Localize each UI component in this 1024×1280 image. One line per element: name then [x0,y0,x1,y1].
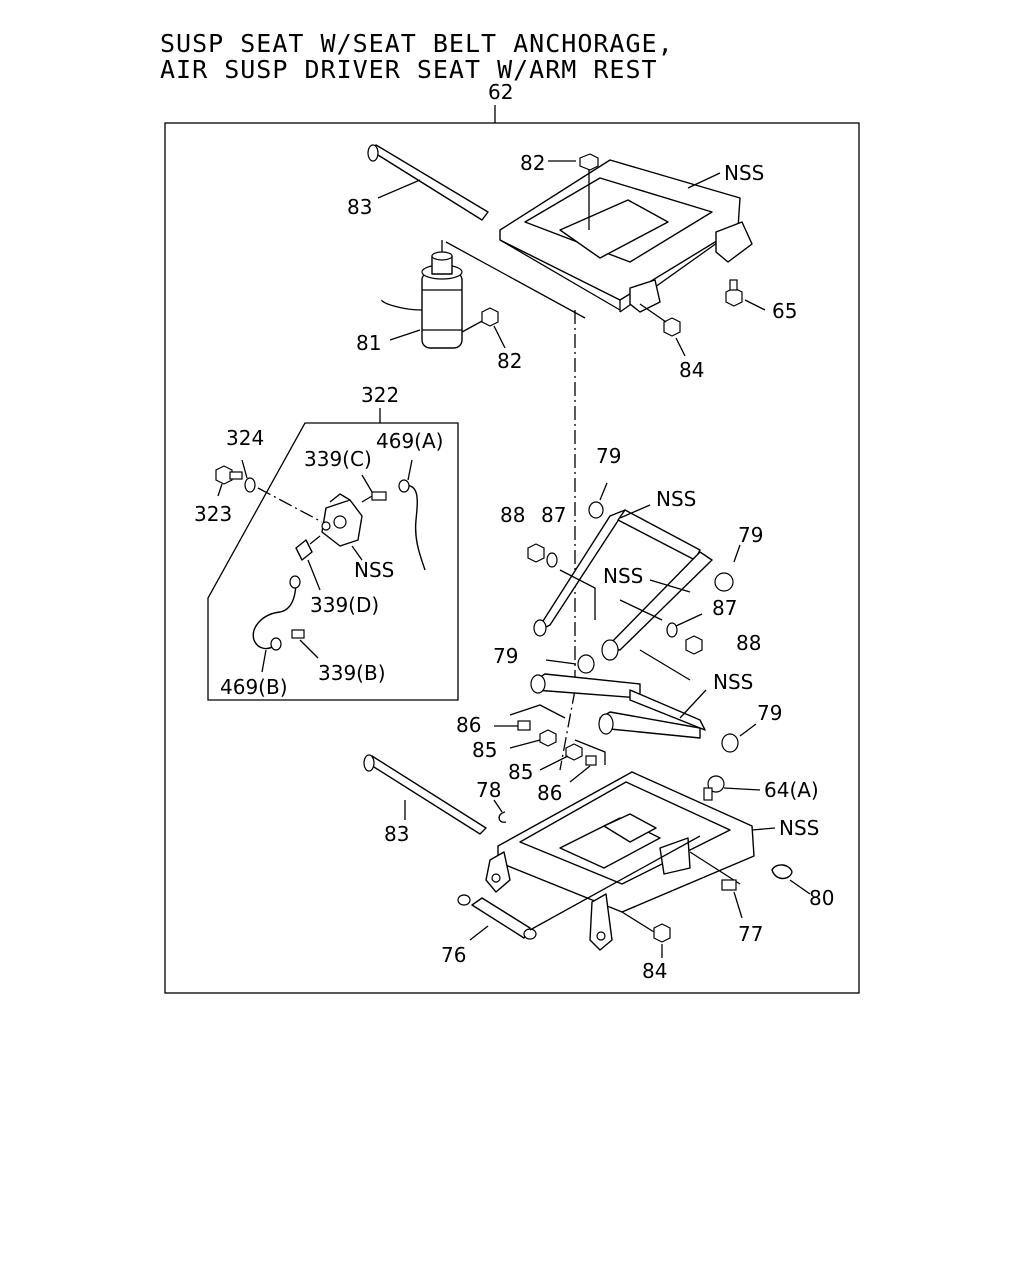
label-339b: 339(B) [318,661,386,685]
bolt-64a [703,775,761,801]
washer-87-right [666,613,703,638]
label-77: 77 [738,922,763,946]
centre-line-lower [559,689,576,771]
bolt-85-a [509,729,557,749]
upper-seat-plate [499,159,753,313]
bushing-79-low [721,723,757,753]
fitting-339c [361,474,387,503]
label-85-b: 85 [508,760,533,784]
bushing-79-left [545,654,595,674]
bolt-323 [215,465,243,497]
label-86-b: 86 [537,781,562,805]
label-nss-top: NSS [724,161,764,185]
label-65: 65 [772,299,797,323]
label-79-low: 79 [757,701,782,725]
damper-76 [457,835,701,941]
hose-469b [252,575,301,673]
nut-84-bottom [621,911,671,958]
label-nss-base: NSS [779,816,819,840]
base-plate [485,771,776,951]
label-86-a: 86 [456,713,481,737]
label-79-left: 79 [493,644,518,668]
assembly-frame [164,122,860,994]
label-nss-valve: NSS [354,558,394,582]
label-87-right: 87 [712,596,737,620]
nut-88-right [685,635,703,655]
label-324: 324 [226,426,264,450]
washer-87-left [546,552,558,568]
leader-nss-link-mid [649,579,691,593]
diagram-title-line-2: AIR SUSP DRIVER SEAT W/ARM REST [160,55,658,84]
link-hint-d [509,704,566,719]
rod-83-bottom [363,754,487,835]
link-hint-e [574,739,606,765]
label-88-left: 88 [500,503,525,527]
bushing-79-right [714,544,741,592]
label-83-top: 83 [347,195,372,219]
nut-82-top [548,153,599,230]
bolt-65 [725,279,766,311]
clip-78 [493,799,507,823]
link-hint-a [559,569,596,620]
bushing-79-top [588,482,608,519]
scissor-arm-upper [533,509,713,661]
label-82-top: 82 [520,151,545,175]
nut-84-top [639,303,686,357]
washer-324 [241,459,256,493]
label-469a: 469(A) [376,429,443,453]
link-hint-c [639,649,691,681]
label-79-right: 79 [738,523,763,547]
label-85-a: 85 [472,738,497,762]
label-339d: 339(D) [310,593,379,617]
label-76: 76 [441,943,466,967]
label-84-top: 84 [679,358,704,382]
bolt-85-b [539,743,583,771]
valve-axis-line [257,487,323,523]
label-87-left: 87 [541,503,566,527]
scissor-arm-lower [530,673,707,739]
label-322: 322 [361,383,399,407]
label-88-right: 88 [736,631,761,655]
label-nss-link-low: NSS [713,670,753,694]
label-78: 78 [476,778,501,802]
nut-82-lower [481,307,506,349]
collar-86-a [494,720,531,731]
label-84-bottom: 84 [642,959,667,983]
label-64a: 64(A) [764,778,819,802]
label-62: 62 [488,80,513,104]
label-83-bottom: 83 [384,822,409,846]
label-nss-link-mid: NSS [603,564,643,588]
rod-83-top [367,144,489,221]
label-80: 80 [809,886,834,910]
label-469b: 469(B) [220,675,288,699]
link-hint-b [619,599,663,621]
leader-nss-top [687,172,721,189]
fitting-339d [295,535,321,591]
label-81: 81 [356,331,381,355]
fitting-339b [291,629,319,659]
nut-88-left [527,543,545,563]
label-82-lower: 82 [497,349,522,373]
pin-77 [721,879,743,919]
label-79-top: 79 [596,444,621,468]
label-nss-link-top: NSS [656,487,696,511]
label-323: 323 [194,502,232,526]
valve-kit-inset [207,408,459,701]
label-339c: 339(C) [304,447,372,471]
hose-469a [398,459,426,571]
air-spring-81 [381,240,586,349]
diagram-title-line-1: SUSP SEAT W/SEAT BELT ANCHORAGE, [160,29,674,58]
knob-80 [771,864,811,895]
collar-86-b [569,755,597,783]
leveling-valve [321,493,363,561]
leader-nss-link-top [619,504,651,519]
